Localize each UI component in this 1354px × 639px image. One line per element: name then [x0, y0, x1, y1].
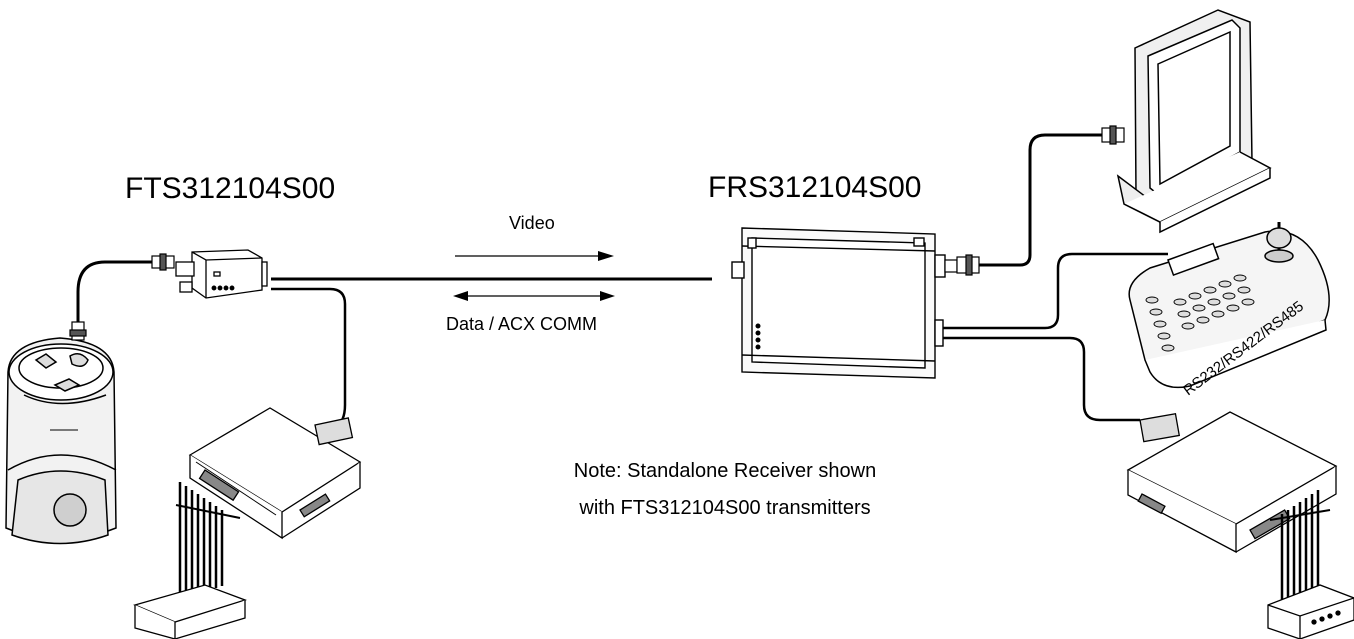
data-bidirectional-arrow [453, 291, 615, 301]
receiver-unit-icon [731, 227, 946, 379]
video-label: Video [509, 213, 555, 233]
receiver-model-label: FRS312104S00 [708, 171, 922, 204]
monitor-bnc-connector [1101, 125, 1125, 145]
camera-bnc-connector [69, 321, 87, 341]
transmitter-data-cable [271, 287, 347, 430]
ptz-dome-camera-icon [5, 337, 117, 545]
right-cable-harness [1269, 490, 1331, 612]
note-line-2: with FTS312104S00 transmitters [578, 497, 870, 519]
ptz-keyboard-icon [1128, 222, 1330, 389]
monitor-icon [1116, 9, 1272, 234]
left-device-box-icon [133, 584, 247, 639]
note-line-1: Note: Standalone Receiver shown [574, 460, 876, 482]
monitor-video-cable [979, 133, 1102, 267]
receiver-data-cable [943, 336, 1140, 422]
left-dvr-icon [188, 407, 362, 540]
left-cable-harness [175, 482, 241, 600]
camera-coax-cable [76, 260, 160, 322]
video-arrow [455, 251, 614, 261]
transmitter-bnc-connector [151, 253, 175, 271]
keyboard-control-cable [943, 252, 1168, 330]
data-comm-label: Data / ACX COMM [446, 314, 597, 334]
right-device-box-icon [1267, 584, 1354, 639]
transmitter-model-label: FTS312104S00 [125, 172, 335, 205]
receiver-bnc-connector [944, 254, 980, 276]
transmitter-unit-icon [175, 249, 268, 299]
right-dvr-icon [1126, 411, 1338, 554]
